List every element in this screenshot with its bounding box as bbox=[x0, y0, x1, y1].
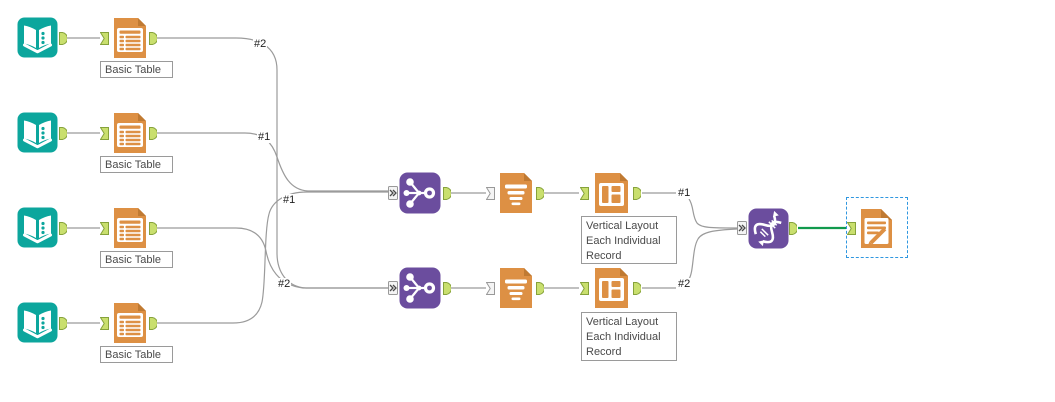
output-anchor[interactable] bbox=[789, 222, 797, 235]
output-anchor[interactable] bbox=[443, 187, 451, 200]
union-network-icon bbox=[400, 268, 441, 309]
output-anchor[interactable] bbox=[149, 32, 157, 45]
report-text-tool-bottom[interactable] bbox=[497, 267, 535, 309]
union-tool-top[interactable] bbox=[399, 172, 441, 214]
layout-tool-bottom[interactable] bbox=[592, 267, 631, 309]
output-anchor[interactable] bbox=[536, 282, 544, 295]
input-anchor[interactable] bbox=[580, 187, 589, 200]
annotation-line: Record bbox=[586, 250, 622, 262]
multi-input-anchor[interactable] bbox=[737, 221, 747, 235]
output-anchor[interactable] bbox=[633, 282, 641, 295]
join-multiple-tool[interactable] bbox=[748, 208, 789, 249]
output-anchor[interactable] bbox=[149, 222, 157, 235]
layout-document-icon bbox=[595, 268, 628, 308]
wire-table4-union[interactable] bbox=[157, 191, 388, 324]
wire-table2-union[interactable] bbox=[157, 132, 388, 192]
input-data-tool-3[interactable] bbox=[17, 207, 58, 248]
connection-label-row1: #2 bbox=[253, 38, 268, 50]
annotation-line: Record bbox=[586, 346, 622, 358]
tool-annotation-layout-bottom[interactable]: Vertical Layout Each Individual Record bbox=[581, 312, 677, 361]
basic-table-tool-4[interactable] bbox=[111, 302, 149, 344]
double-chevron-icon bbox=[389, 187, 398, 200]
report-text-tool-top[interactable] bbox=[497, 172, 535, 214]
output-anchor[interactable] bbox=[59, 32, 67, 45]
output-anchor[interactable] bbox=[59, 317, 67, 330]
tool-annotation-basic-table-4[interactable]: Basic Table bbox=[100, 346, 173, 363]
wire-table1-union[interactable] bbox=[157, 37, 388, 289]
annotation-line: Each Individual bbox=[586, 235, 661, 247]
tool-annotation-basic-table-3[interactable]: Basic Table bbox=[100, 251, 173, 268]
union-network-icon bbox=[400, 173, 441, 214]
union-tool-bottom[interactable] bbox=[399, 267, 441, 309]
output-anchor[interactable] bbox=[59, 127, 67, 140]
table-document-icon bbox=[114, 208, 146, 248]
dna-join-icon bbox=[749, 209, 789, 249]
render-tool[interactable] bbox=[858, 208, 895, 249]
basic-table-tool-2[interactable] bbox=[111, 112, 149, 154]
input-data-tool-4[interactable] bbox=[17, 302, 58, 343]
input-data-book-icon bbox=[18, 208, 58, 248]
input-anchor[interactable] bbox=[486, 187, 495, 200]
input-data-tool-2[interactable] bbox=[17, 112, 58, 153]
connection-label-join-top: #1 bbox=[677, 187, 692, 199]
table-document-icon bbox=[114, 303, 146, 343]
wire-label2-join[interactable] bbox=[688, 228, 738, 280]
layout-document-icon bbox=[595, 173, 628, 213]
text-document-icon bbox=[500, 173, 532, 213]
annotation-line: Vertical Layout bbox=[586, 316, 659, 328]
output-anchor[interactable] bbox=[149, 317, 157, 330]
connection-label-union-top: #1 bbox=[282, 194, 297, 206]
render-document-icon bbox=[861, 209, 892, 248]
output-anchor[interactable] bbox=[633, 187, 641, 200]
connection-label-row2: #1 bbox=[257, 131, 272, 143]
connection-label-join-bottom: #2 bbox=[677, 278, 692, 290]
input-anchor[interactable] bbox=[847, 222, 856, 235]
input-data-book-icon bbox=[18, 303, 58, 343]
output-anchor[interactable] bbox=[443, 282, 451, 295]
double-chevron-icon bbox=[738, 222, 747, 235]
input-data-tool-1[interactable] bbox=[17, 17, 58, 58]
output-anchor[interactable] bbox=[149, 127, 157, 140]
input-data-book-icon bbox=[18, 18, 58, 58]
input-anchor[interactable] bbox=[100, 32, 109, 45]
output-anchor[interactable] bbox=[59, 222, 67, 235]
wire-label1-join[interactable] bbox=[688, 198, 738, 229]
basic-table-tool-1[interactable] bbox=[111, 17, 149, 59]
multi-input-anchor[interactable] bbox=[388, 281, 398, 295]
layout-tool-top[interactable] bbox=[592, 172, 631, 214]
output-anchor[interactable] bbox=[536, 187, 544, 200]
tool-annotation-layout-top[interactable]: Vertical Layout Each Individual Record bbox=[581, 216, 677, 264]
connection-label-union-bottom: #2 bbox=[277, 278, 292, 290]
double-chevron-icon bbox=[389, 282, 398, 295]
annotation-line: Vertical Layout bbox=[586, 220, 659, 232]
input-anchor[interactable] bbox=[486, 282, 495, 295]
input-anchor[interactable] bbox=[580, 282, 589, 295]
multi-input-anchor[interactable] bbox=[388, 186, 398, 200]
wire-table3-union[interactable] bbox=[157, 227, 388, 289]
table-document-icon bbox=[114, 18, 146, 58]
input-anchor[interactable] bbox=[100, 317, 109, 330]
tool-annotation-basic-table-2[interactable]: Basic Table bbox=[100, 156, 173, 173]
text-document-icon bbox=[500, 268, 532, 308]
table-document-icon bbox=[114, 113, 146, 153]
tool-annotation-basic-table-1[interactable]: Basic Table bbox=[100, 61, 173, 78]
annotation-line: Each Individual bbox=[586, 331, 661, 343]
input-anchor[interactable] bbox=[100, 222, 109, 235]
input-anchor[interactable] bbox=[100, 127, 109, 140]
input-data-book-icon bbox=[18, 113, 58, 153]
basic-table-tool-3[interactable] bbox=[111, 207, 149, 249]
